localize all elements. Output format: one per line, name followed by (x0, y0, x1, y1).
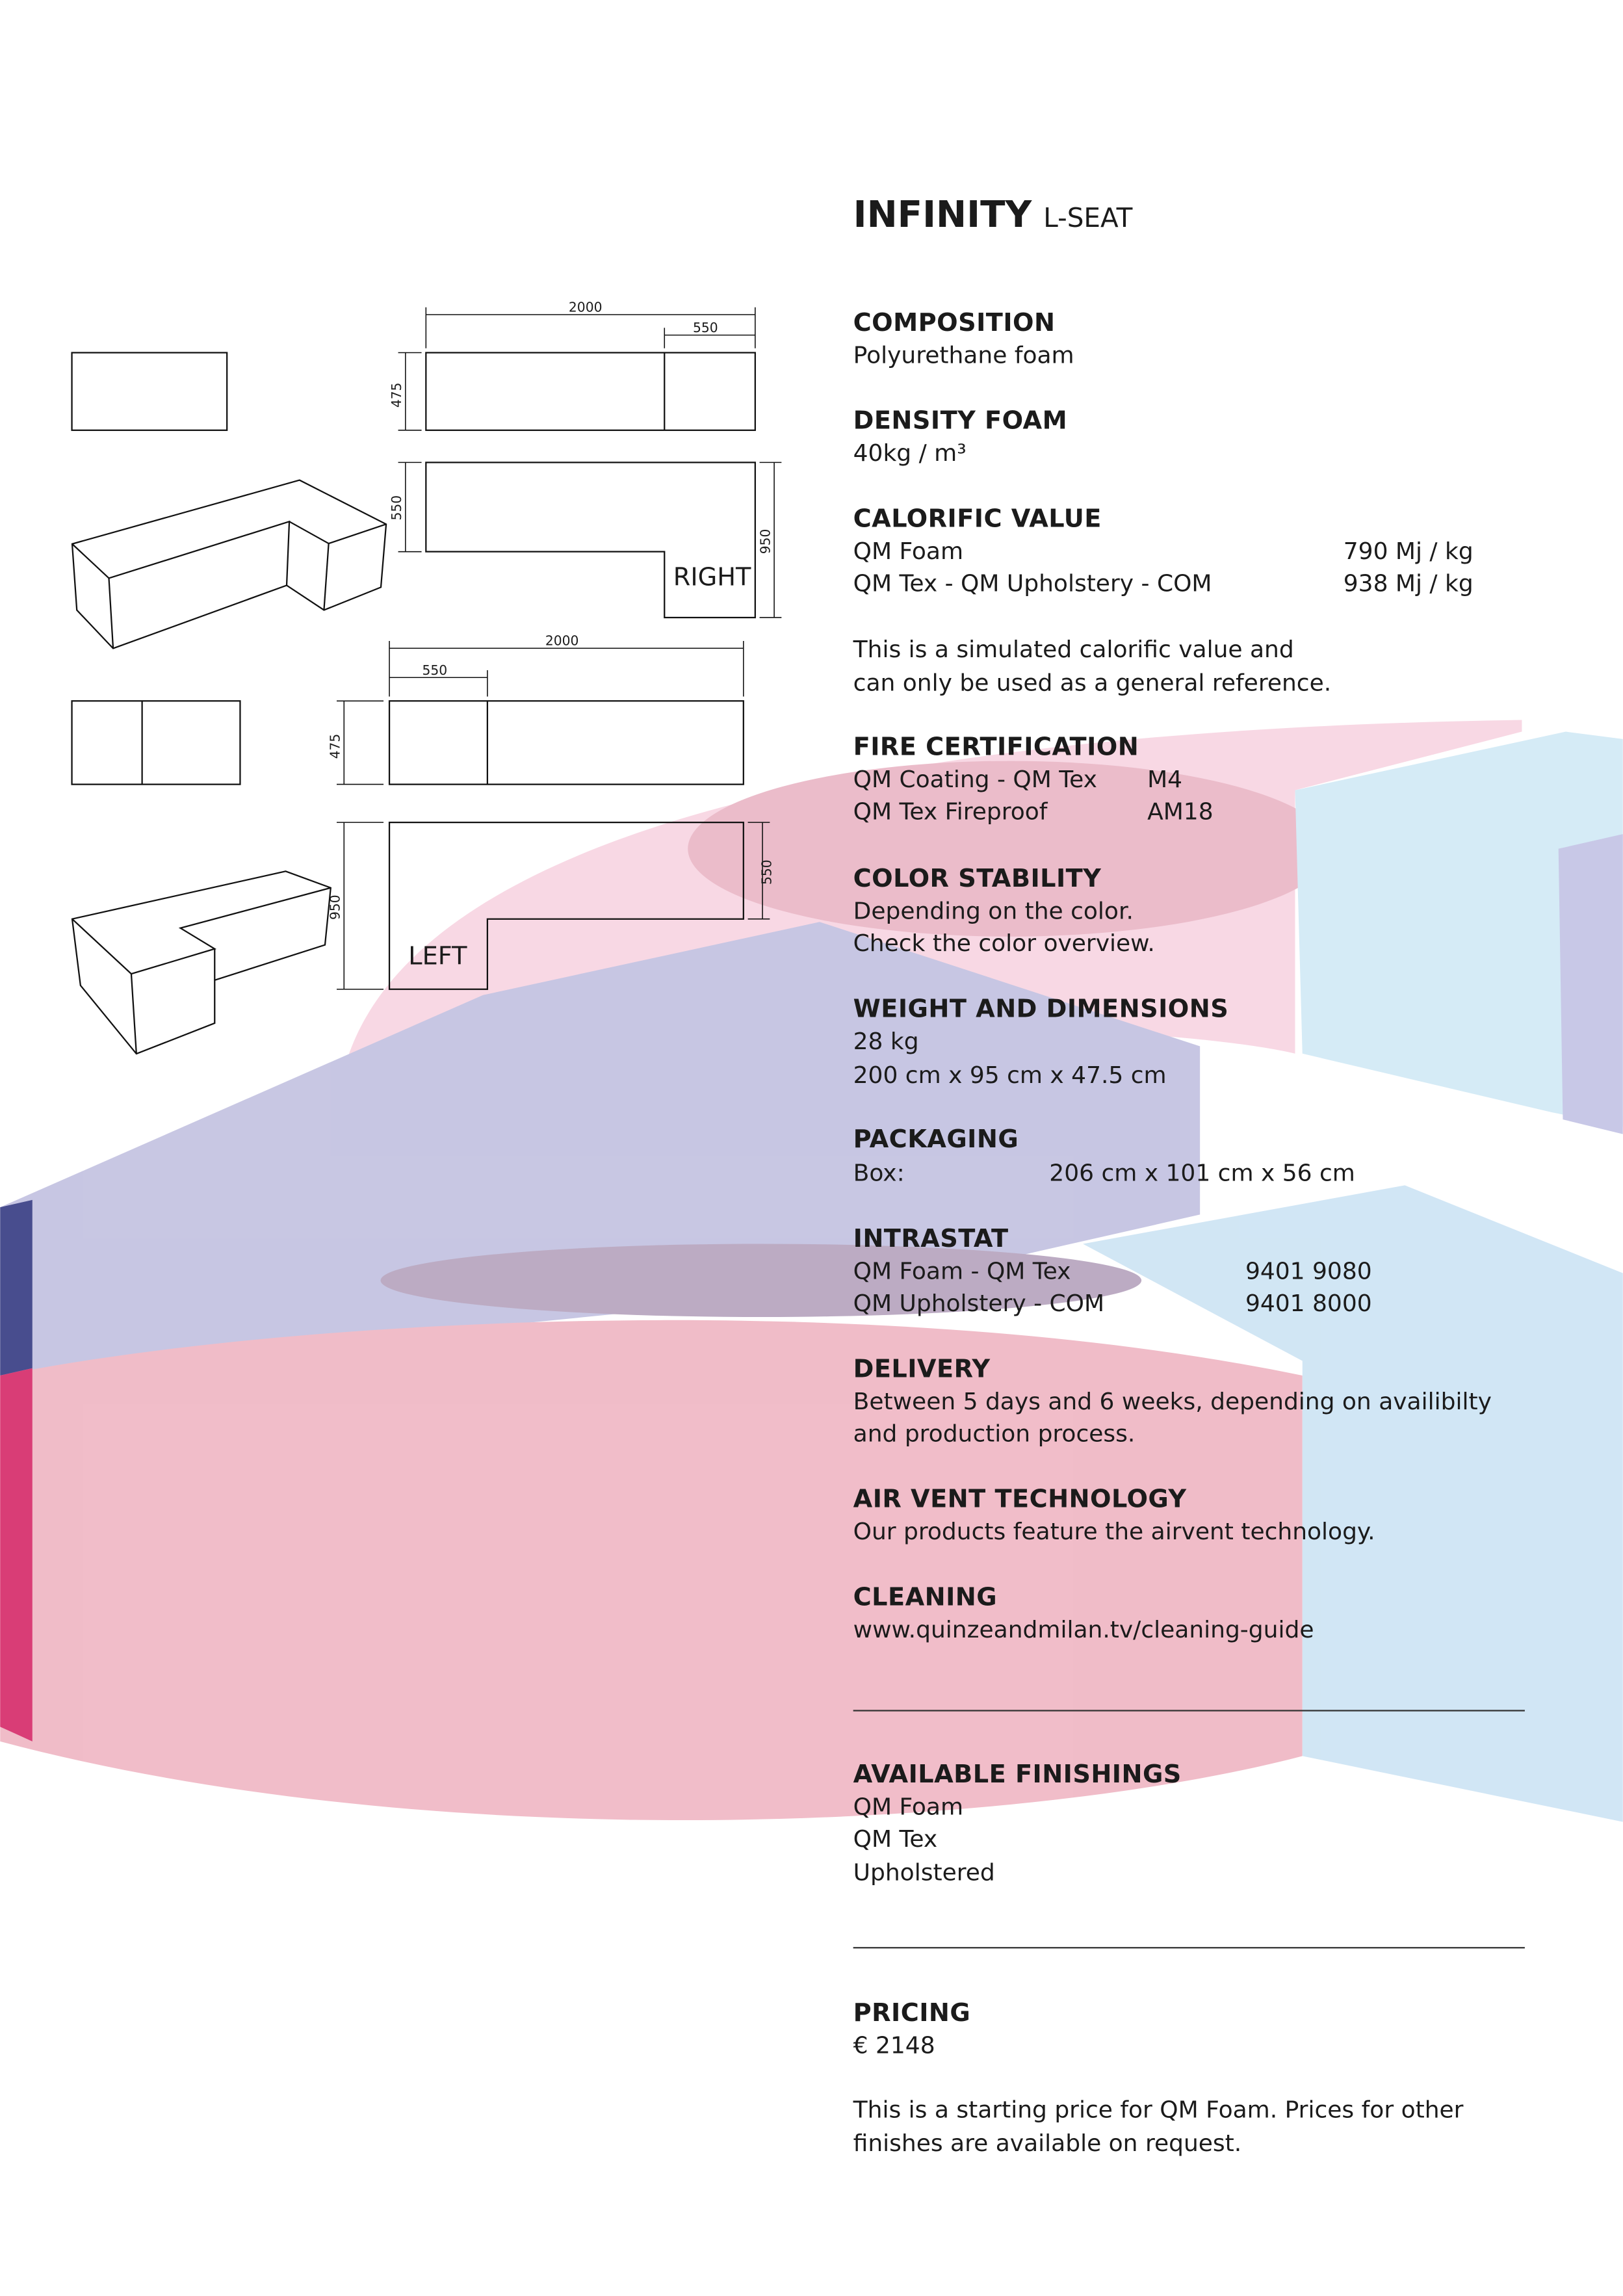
iso-view-right (71, 479, 387, 649)
calorific-label: QM Tex - QM Upholstery - COM (853, 570, 1212, 597)
dim-total-depth: 950 (328, 894, 343, 920)
color-text: Check the color overview. (853, 930, 1155, 957)
density-heading: DENSITY FOAM (853, 406, 1067, 436)
spec-column: INFINITY L-SEAT COMPOSITION Polyurethane … (853, 194, 1525, 2157)
calorific-note: This is a simulated calorific value and (853, 636, 1294, 663)
airvent-text: Our products feature the airvent technol… (853, 1519, 1375, 1545)
cleaning-heading: CLEANING (853, 1582, 997, 1611)
pink-arc-edge (0, 1368, 32, 1742)
weight-value: 28 kg (853, 1028, 919, 1055)
plan-view-right (425, 462, 756, 619)
dim-depth: 550 (759, 859, 775, 885)
intrastat-value: 9401 8000 (1245, 1290, 1372, 1317)
finishing-item: Upholstered (853, 1860, 995, 1886)
fire-value: M4 (1147, 766, 1182, 793)
dim-height: 475 (389, 382, 404, 408)
fire-label: QM Coating - QM Tex (853, 766, 1097, 793)
foam-furniture-photo (0, 720, 1623, 1822)
color-text: Depending on the color. (853, 898, 1134, 925)
density-value: 40kg / m³ (853, 440, 967, 467)
cleaning-link[interactable]: www.quinzeandmilan.tv/cleaning-guide (853, 1617, 1314, 1643)
calorific-value: 790 Mj / kg (1344, 538, 1474, 565)
blue-block-back (1295, 731, 1623, 1127)
product-name: INFINITY (853, 194, 1033, 236)
calorific-note: can only be used as a general reference. (853, 670, 1332, 697)
dim-seat: 550 (693, 320, 718, 335)
pink-arc-front (0, 1320, 1303, 1820)
calorific-heading: CALORIFIC VALUE (853, 504, 1102, 533)
composition-value: Polyurethane foam (853, 342, 1074, 369)
pink-ring-hole (688, 761, 1332, 937)
calorific-value: 938 Mj / kg (1344, 570, 1474, 597)
dim-width: 2000 (569, 299, 603, 315)
front-view-right (425, 352, 756, 431)
pricing-note: finishes are available on request. (853, 2130, 1242, 2157)
packaging-heading: PACKAGING (853, 1125, 1019, 1154)
finishing-item: QM Foam (853, 1794, 963, 1820)
intrastat-label: QM Upholstery - COM (853, 1290, 1104, 1317)
packaging-label: Box: (853, 1160, 905, 1187)
drawing-left: 2000 550 475 550 950 LEFT (71, 633, 775, 1055)
dim-seat: 550 (422, 662, 448, 678)
fire-heading: FIRE CERTIFICATION (853, 733, 1139, 762)
delivery-heading: DELIVERY (853, 1354, 991, 1383)
pink-arc-hole (380, 1244, 1142, 1318)
plan-view-left (388, 822, 744, 990)
price-value: € 2148 (853, 2032, 935, 2059)
front-view-left (388, 700, 744, 785)
composition-heading: COMPOSITION (853, 308, 1056, 337)
airvent-heading: AIR VENT TECHNOLOGY (853, 1485, 1188, 1514)
dimensions-value: 200 cm x 95 cm x 47.5 cm (853, 1062, 1167, 1089)
dim-total-depth: 950 (757, 529, 773, 554)
weight-heading: WEIGHT AND DIMENSIONS (853, 995, 1229, 1024)
lavender-bar-side (0, 1199, 32, 1376)
calorific-label: QM Foam (853, 538, 963, 565)
intrastat-heading: INTRASTAT (853, 1224, 1009, 1253)
color-heading: COLOR STABILITY (853, 864, 1102, 893)
side-view-right (71, 352, 228, 431)
fire-label: QM Tex Fireproof (853, 799, 1048, 826)
drawing-right: 2000 550 475 550 950 RIGHT (71, 299, 782, 649)
label-left: LEFT (408, 941, 467, 971)
lavender-block-back (1558, 834, 1623, 1134)
finishings-heading: AVAILABLE FINISHINGS (853, 1760, 1182, 1789)
page-title: INFINITY L-SEAT (853, 194, 1133, 236)
packaging-value: 206 cm x 101 cm x 56 cm (1049, 1160, 1355, 1187)
side-view-left (71, 700, 241, 785)
pricing-note: This is a starting price for QM Foam. Pr… (853, 2096, 1464, 2123)
dim-height: 475 (328, 734, 343, 759)
intrastat-value: 9401 9080 (1245, 1258, 1372, 1285)
fire-value: AM18 (1147, 799, 1214, 826)
dim-depth: 550 (389, 495, 404, 521)
pricing-heading: PRICING (853, 1998, 971, 2028)
finishing-item: QM Tex (853, 1826, 938, 1853)
product-variant: L-SEAT (1043, 202, 1132, 233)
label-right: RIGHT (673, 562, 751, 592)
delivery-text: and production process. (853, 1420, 1136, 1447)
technical-drawings: 2000 550 475 550 950 RIGHT 2000 550 (71, 299, 782, 1055)
dim-width: 2000 (545, 633, 579, 649)
delivery-text: Between 5 days and 6 weeks, depending on… (853, 1389, 1492, 1415)
blue-block-front (1083, 1185, 1623, 1822)
intrastat-label: QM Foam - QM Tex (853, 1258, 1071, 1285)
